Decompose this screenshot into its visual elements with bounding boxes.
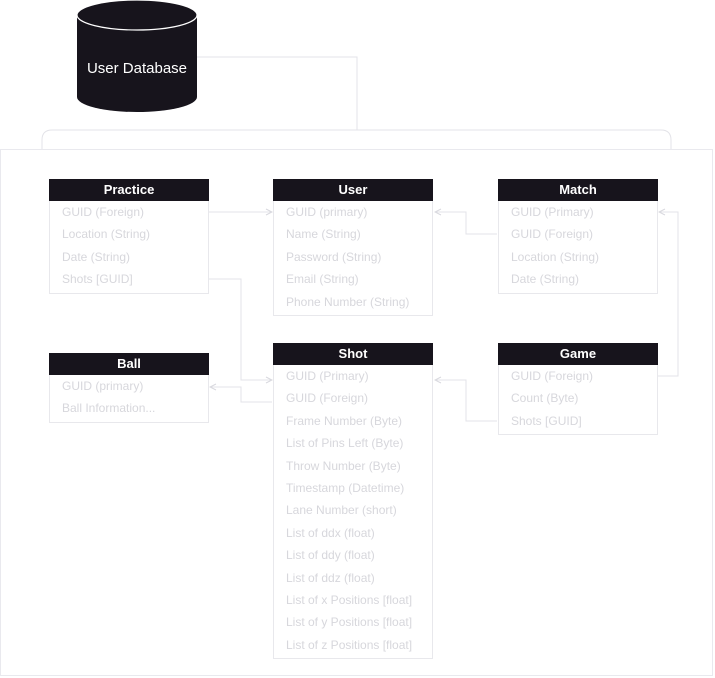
entity-field: List of Pins Left (Byte) xyxy=(286,436,404,451)
entity-field: List of z Positions [float] xyxy=(286,637,413,652)
entity-field: List of x Positions [float] xyxy=(286,592,413,607)
entity-field: Email (String) xyxy=(286,272,359,287)
entity-title: Game xyxy=(498,343,658,365)
entity-field: Throw Number (Byte) xyxy=(286,458,401,473)
entity-title: User xyxy=(273,179,433,201)
practice-shot-connector xyxy=(209,278,272,380)
database-link xyxy=(41,56,358,149)
entity-user[interactable]: User GUID (primary) Name (String) Passwo… xyxy=(273,179,433,316)
schema-frame xyxy=(0,149,713,676)
entity-field: GUID (Foreign) xyxy=(511,227,594,242)
entity-field: Date (String) xyxy=(62,249,131,264)
entity-title: Match xyxy=(498,179,658,201)
entity-field: Shots [GUID] xyxy=(62,272,133,287)
entity-field: GUID (Foreign) xyxy=(511,369,594,383)
entity-field: Location (String) xyxy=(511,249,600,264)
database-link-right xyxy=(357,129,672,149)
entity-game[interactable]: Game GUID (Foreign) Count (Byte) Shots [… xyxy=(498,343,658,436)
entity-title: Ball xyxy=(49,353,209,375)
entity-field: GUID (primary) xyxy=(62,379,144,393)
entity-field: Name (String) xyxy=(286,227,361,242)
entity-field: Password (String) xyxy=(286,249,382,264)
entity-field: Phone Number (String) xyxy=(286,294,410,309)
entity-field: GUID (Foreign) xyxy=(62,205,145,219)
entity-field: Date (String) xyxy=(511,272,580,287)
shot-ball-connector xyxy=(210,387,272,403)
entity-practice[interactable]: Practice GUID (Foreign) Location (String… xyxy=(49,179,209,294)
entity-field: Location (String) xyxy=(62,227,151,242)
entity-ball[interactable]: Ball GUID (primary) Ball Information... xyxy=(49,353,209,423)
entity-field: List of ddy (float) xyxy=(286,548,375,563)
entity-field: List of ddx (float) xyxy=(286,525,375,540)
entity-field: List of ddz (float) xyxy=(286,570,375,585)
game-shot-connector xyxy=(435,380,497,422)
entity-title: Shot xyxy=(273,343,433,365)
entity-match[interactable]: Match GUID (Primary) GUID (Foreign) Loca… xyxy=(498,179,658,294)
entity-field: GUID (Foreign) xyxy=(286,391,369,406)
entity-shot[interactable]: Shot GUID (Primary) GUID (Foreign) Frame… xyxy=(273,343,433,660)
entity-field: Timestamp (Datetime) xyxy=(286,480,405,495)
match-user-connector xyxy=(435,212,497,235)
entity-title: Practice xyxy=(49,179,209,201)
entity-field: GUID (Primary) xyxy=(286,369,369,383)
entity-field: List of y Positions [float] xyxy=(286,615,413,630)
database-label: User Database xyxy=(86,60,188,77)
entity-field: GUID (primary) xyxy=(286,205,368,219)
entity-field: GUID (Primary) xyxy=(511,205,594,219)
game-match-connector xyxy=(658,212,679,377)
database-icon xyxy=(77,0,197,112)
entity-field: Frame Number (Byte) xyxy=(286,413,403,428)
entity-field: Count (Byte) xyxy=(511,391,579,406)
entity-field: Shots [GUID] xyxy=(511,413,582,428)
entity-field: Ball Information... xyxy=(62,401,156,416)
entity-field: Lane Number (short) xyxy=(286,503,397,518)
